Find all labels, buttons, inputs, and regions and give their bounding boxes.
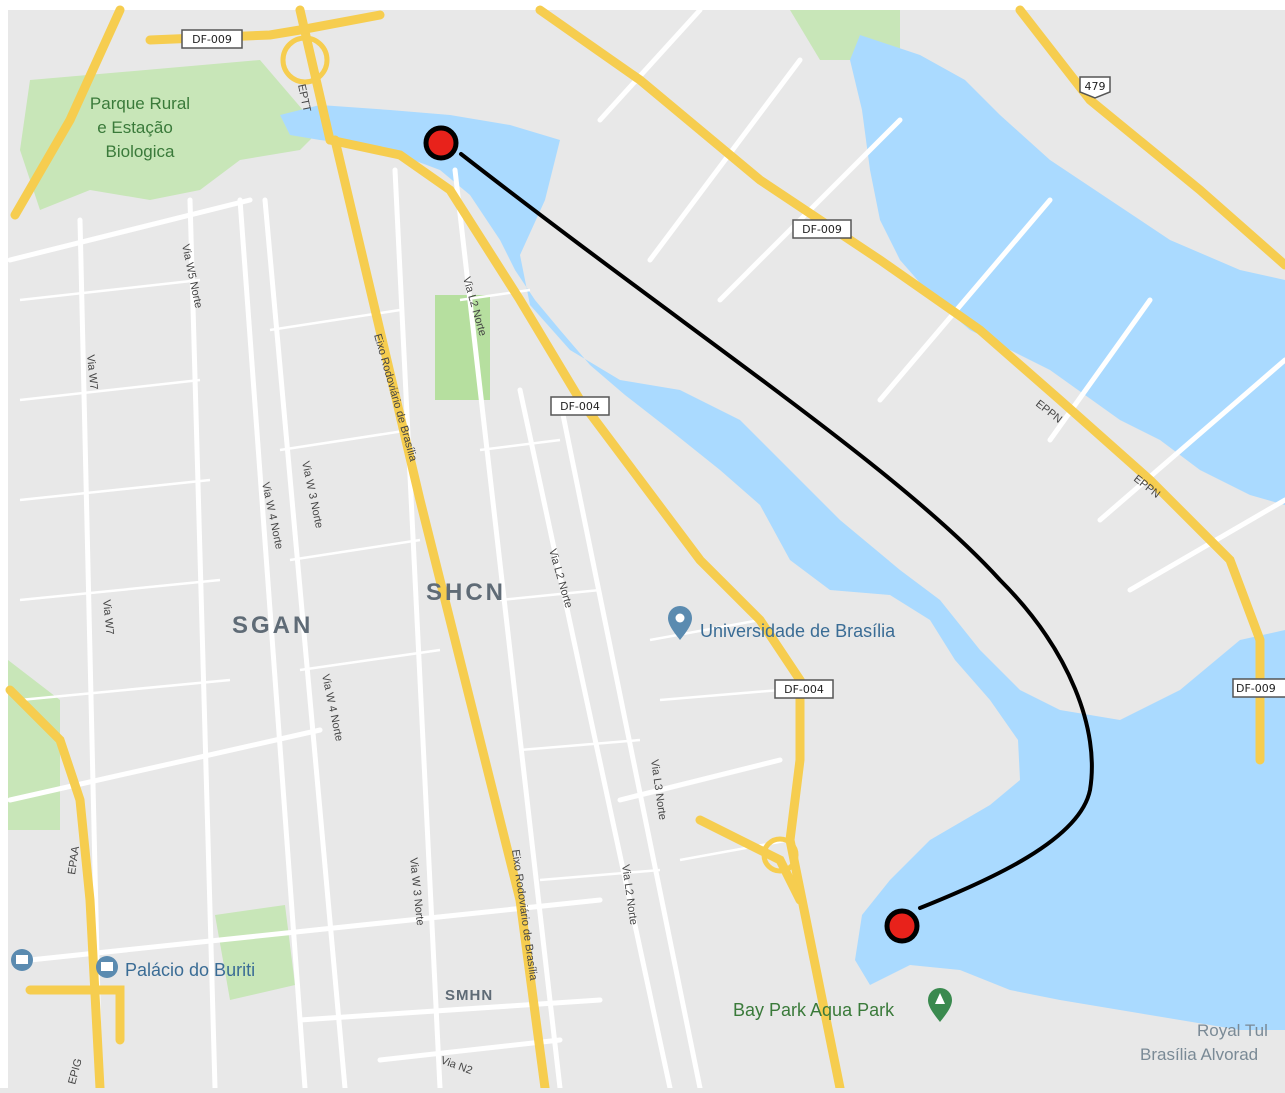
lake-north-arm (850, 35, 1285, 505)
district-smhn: SMHN (445, 987, 493, 1004)
minor-streets (19, 278, 791, 882)
poi-baypark[interactable]: Bay Park Aqua Park (733, 988, 952, 1022)
route-end-marker[interactable] (884, 908, 920, 944)
shield-df009-top: DF-009 (181, 29, 243, 49)
route-start-marker[interactable] (423, 125, 459, 161)
place-parque-line3: Biologica (106, 142, 176, 161)
highway-df004 (325, 135, 845, 1093)
shield-df004-low: DF-004 (774, 679, 834, 699)
place-parque-line2: e Estação (97, 118, 173, 137)
highway-epaa (5, 685, 105, 1093)
road-label-epaa: EPAA (66, 845, 82, 876)
tree-pin-icon (928, 988, 952, 1022)
district-shcn: SHCN (426, 579, 506, 606)
road-label-w7-top: Via W7 (84, 354, 100, 390)
highway-west (10, 5, 125, 220)
poi-baypark-label: Bay Park Aqua Park (733, 1000, 895, 1020)
shield-df004-mid: DF-004 (550, 396, 610, 416)
left-border (0, 0, 8, 1088)
shield-df009-top-label: DF-009 (192, 33, 232, 46)
shield-479: 479 (1079, 76, 1111, 99)
highways (5, 5, 1285, 1093)
place-parque-line1: Parque Rural (90, 94, 190, 113)
shield-479-label: 479 (1085, 80, 1106, 93)
shield-df009-right: DF-009 (1232, 678, 1285, 698)
highway-479 (1015, 5, 1285, 270)
poi-unb[interactable]: Universidade de Brasília (668, 606, 896, 641)
highway-loops (280, 35, 799, 874)
place-royal-line2: Brasília Alvorad (1140, 1045, 1258, 1064)
shield-df009-mid-label: DF-009 (802, 223, 842, 236)
shield-df004-low-label: DF-004 (784, 683, 824, 696)
highway-ramp (695, 815, 805, 905)
place-labels: Parque Rural e Estação Biologica SGAN SH… (11, 94, 1268, 1064)
shield-df009-right-label: DF-009 (1236, 682, 1276, 695)
road-label-w7-low: Via W7 (100, 599, 116, 635)
district-sgan: SGAN (232, 612, 313, 639)
lake-paranoa (280, 35, 1285, 1030)
poi-left-edge[interactable] (11, 949, 33, 971)
top-border (0, 0, 1285, 10)
route-shields: DF-009 DF-009 DF-009 479 DF-004 DF-004 (181, 29, 1285, 699)
poi-buriti[interactable]: Palácio do Buriti (96, 956, 255, 980)
poi-buriti-label: Palácio do Buriti (125, 960, 255, 980)
route-line (459, 152, 1094, 910)
place-royal-line1: Royal Tul (1197, 1021, 1268, 1040)
streets (7, 7, 1285, 1091)
road-label-eptt: EPTT (295, 83, 313, 113)
location-pin-icon (668, 606, 692, 640)
shield-df009-mid: DF-009 (792, 219, 852, 239)
poi-unb-label: Universidade de Brasília (700, 621, 896, 641)
shield-df004-mid-label: DF-004 (560, 400, 600, 413)
highway-eixo-rodoviario (330, 135, 550, 1093)
park-buriti (215, 905, 295, 1000)
park-parque-rural (20, 60, 320, 210)
lake-south-arm (280, 105, 1285, 1030)
highway-df009-eppn (535, 5, 1265, 765)
highway-epig (25, 985, 125, 1045)
